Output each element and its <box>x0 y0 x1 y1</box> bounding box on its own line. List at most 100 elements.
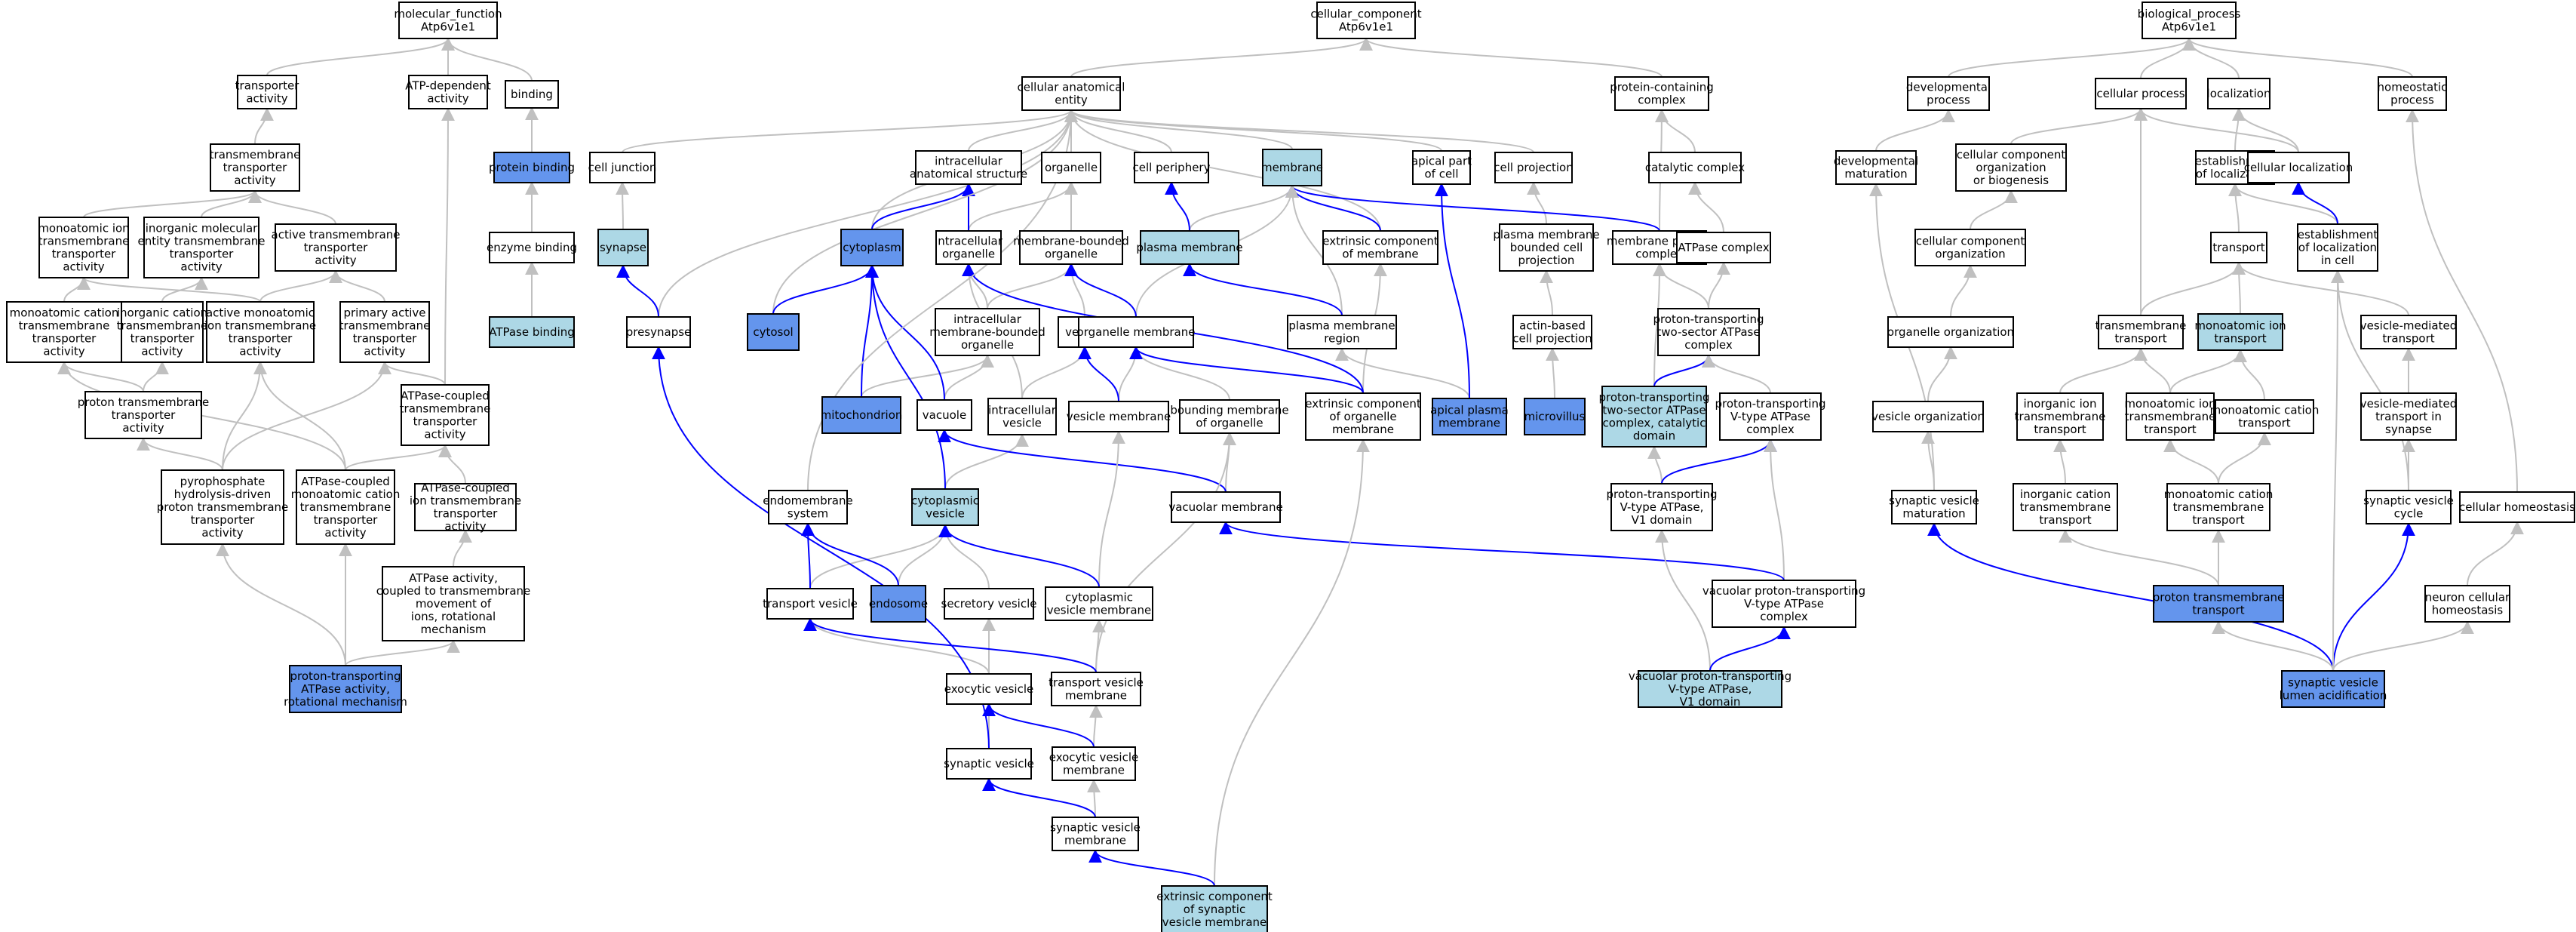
go-term-node-membrane[interactable]: membrane <box>1261 149 1323 186</box>
go-term-node-presynapse[interactable]: presynapse <box>626 316 692 348</box>
go-term-node-secretory-vesicle[interactable]: secretory vesicle <box>941 588 1037 620</box>
go-term-node-monoatomic-cation-tm[interactable]: monoatomic cationtransmembranetransporte… <box>6 301 122 363</box>
go-term-node-binding[interactable]: binding <box>505 80 559 109</box>
go-term-node-protein-binding[interactable]: protein binding <box>489 152 575 183</box>
go-term-node-cytoplasm[interactable]: cytoplasm <box>840 229 904 266</box>
go-term-node-synapse[interactable]: synapse <box>597 229 649 266</box>
go-term-node-inorg-cation-tm[interactable]: inorganic cationtransmembranetransporter… <box>117 301 208 363</box>
go-term-node-cytosol[interactable]: cytosol <box>747 313 800 351</box>
go-term-node-enzyme-binding[interactable]: enzyme binding <box>487 232 577 263</box>
go-term-node-plasma-membrane[interactable]: plasma membrane <box>1136 230 1243 265</box>
go-term-node-primary-active[interactable]: primary activetransmembranetransporterac… <box>339 301 431 363</box>
go-term-node-vacuole[interactable]: vacuole <box>916 399 972 431</box>
go-term-node-atpase-complex[interactable]: ATPase complex <box>1676 232 1771 263</box>
go-term-node-cellular-process[interactable]: cellular process <box>2095 78 2187 109</box>
go-term-node-cell-periphery[interactable]: cell periphery <box>1133 152 1211 183</box>
go-term-node-exocytic-vesicle[interactable]: exocytic vesicle <box>944 673 1033 705</box>
go-term-node-organelle-membrane[interactable]: organelle membrane <box>1077 316 1196 348</box>
go-term-node-localization[interactable]: localization <box>2207 78 2271 109</box>
go-term-node-cell-junction[interactable]: cell junction <box>588 152 657 183</box>
go-term-node-vacuolar-membrane[interactable]: vacuolar membrane <box>1168 491 1283 523</box>
go-term-node-cell-projection[interactable]: cell projection <box>1494 152 1574 183</box>
go-term-node-synaptic-vesicle[interactable]: synaptic vesicle <box>944 748 1034 780</box>
go-term-node-catalytic-complex[interactable]: catalytic complex <box>1645 152 1745 183</box>
go-term-node-endosome[interactable]: endosome <box>869 585 928 623</box>
go-term-node-microvillus[interactable]: microvillus <box>1524 398 1586 435</box>
go-term-node-transport[interactable]: transport <box>2210 232 2267 263</box>
go-term-node-atpase-binding[interactable]: ATPase binding <box>489 316 575 348</box>
go-term-node-organelle-organization[interactable]: organelle organization <box>1887 316 2014 348</box>
go-term-node-vesicle-organization[interactable]: vesicle organization <box>1871 401 1985 432</box>
go-term-node-vesicle-membrane[interactable]: vesicle membrane <box>1067 401 1171 432</box>
go-term-node-monoatomic-ion-tm[interactable]: monoatomic iontransmembranetransporterac… <box>38 217 130 278</box>
go-term-node-transport-vesicle[interactable]: transport vesicle <box>763 588 858 620</box>
go-term-node-cellular-localization[interactable]: cellular localization <box>2244 152 2353 183</box>
go-term-node-mitochondrion[interactable]: mitochondrion <box>821 396 903 434</box>
go-term-node-atpase-activity-rot[interactable]: ATPase activity,coupled to transmembrane… <box>376 566 531 641</box>
go-term-node-cellular-homeostasis[interactable]: cellular homeostasis <box>2459 491 2575 523</box>
go-term-node-atpase-coupled-tm[interactable]: ATPase-coupledtransmembranetransporterac… <box>400 384 491 446</box>
